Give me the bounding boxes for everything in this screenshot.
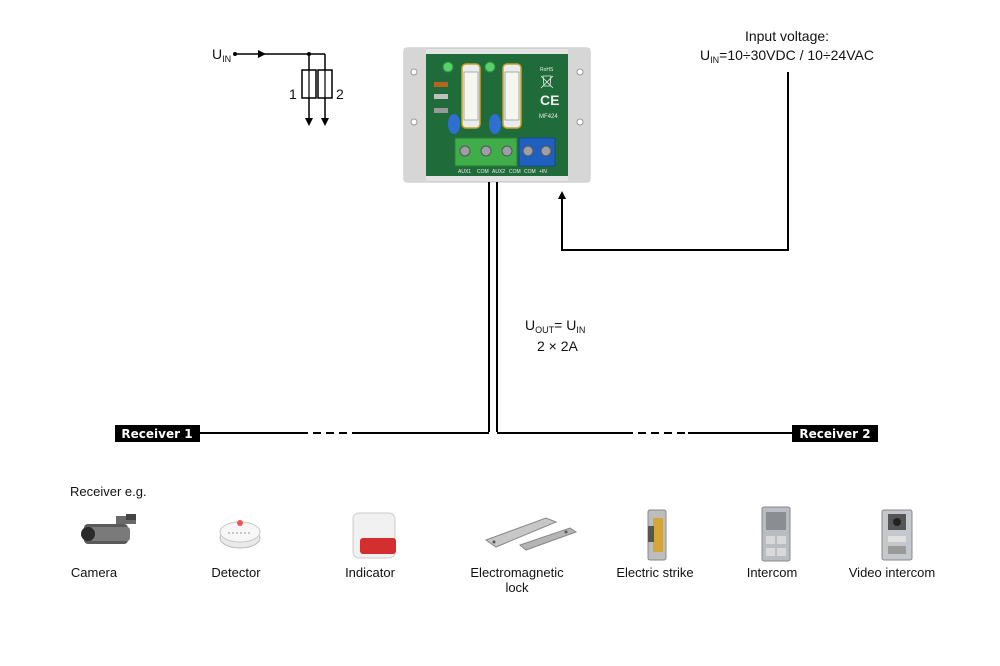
device-label-video-intercom: Video intercom (849, 565, 935, 580)
receiver-1-label: Receiver 1 (121, 427, 192, 441)
schematic-u-label: UIN (212, 46, 231, 64)
output-current-label: 2 × 2A (537, 338, 579, 354)
device-label-intercom: Intercom (747, 565, 798, 580)
terminal-label-com-3: COM (524, 169, 536, 175)
device-label-electromagnetic: Electromagnetic (470, 565, 564, 580)
fuse-module: RoHS CE MF424 AUX1 COM AUX2 COM COM +IN (403, 47, 591, 183)
receiver-2-box: Receiver 2 (792, 425, 878, 442)
led-2-icon (484, 61, 496, 73)
terminal-label-plus-in: +IN (539, 169, 547, 175)
input-voltage-block: Input voltage: UIN=10÷30VDC / 10÷24VAC (558, 28, 874, 251)
device-label-electromagnetic-line2: lock (505, 580, 529, 595)
mount-hole-top-left (410, 68, 418, 76)
electric-strike-icon (647, 509, 667, 561)
fuse-2-label: 2 (336, 86, 344, 102)
input-wire-arrow (558, 72, 789, 251)
capacitor-2-icon (489, 114, 501, 134)
output-wiring: UOUT= UIN 2 × 2A (200, 182, 792, 434)
intercom-icon (761, 506, 791, 562)
indicator-icon (352, 512, 396, 559)
input-voltage-value: UIN=10÷30VDC / 10÷24VAC (700, 47, 874, 65)
receiver-example-title: Receiver e.g. (70, 484, 147, 499)
device-label-indicator: Indicator (345, 565, 396, 580)
ce-mark: CE (540, 92, 559, 108)
terminal-label-aux1: AUX1 (458, 169, 471, 175)
receiver-2-label: Receiver 2 (799, 427, 870, 441)
output-voltage-label: UOUT= UIN (525, 317, 585, 335)
fuse-schematic: UIN 1 2 (212, 46, 344, 126)
terminal-label-com-1: COM (477, 169, 489, 175)
weee-bin-icon (540, 75, 554, 89)
device-label-detector: Detector (211, 565, 261, 580)
electromagnetic-lock-icon (484, 517, 578, 551)
terminal-screws (459, 145, 552, 157)
terminal-label-com-2: COM (509, 169, 521, 175)
video-intercom-icon (881, 509, 913, 561)
device-label-camera: Camera (71, 565, 118, 580)
detector-icon (219, 520, 261, 549)
rohs-mark: RoHS (540, 67, 554, 73)
capacitor-1-icon (448, 114, 460, 134)
device-label-electric-strike: Electric strike (616, 565, 693, 580)
fuse-1-label: 1 (289, 86, 297, 102)
receiver-1-box: Receiver 1 (115, 425, 200, 442)
led-1-icon (442, 61, 454, 73)
terminal-label-aux2: AUX2 (492, 169, 505, 175)
input-voltage-title: Input voltage: (745, 28, 829, 44)
camera-icon (81, 514, 136, 544)
model-mark: MF424 (539, 114, 558, 120)
